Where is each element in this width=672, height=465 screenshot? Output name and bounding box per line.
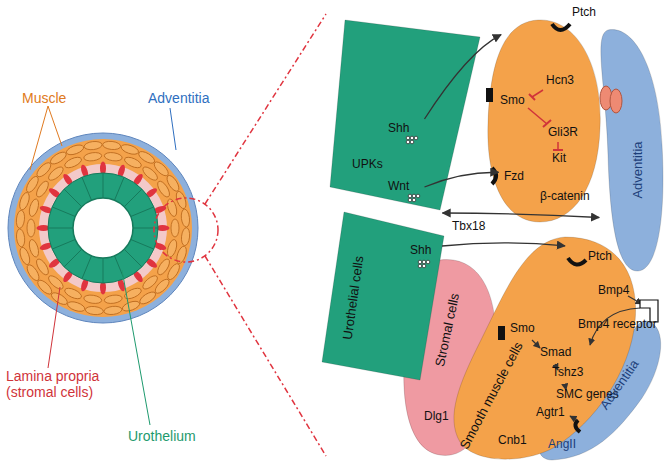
protein-label: Kit bbox=[552, 152, 566, 166]
ligand-label: Bmp4 bbox=[598, 284, 629, 298]
ligand-label: AngII bbox=[548, 438, 576, 452]
gene-label: Tshz3 bbox=[552, 366, 583, 380]
protein-label: Shh bbox=[388, 122, 409, 136]
cell-region: Urothelial cellsShh bbox=[322, 212, 447, 382]
protein-label: Dlg1 bbox=[424, 410, 449, 424]
protein-label: Shh bbox=[410, 244, 431, 258]
cell-region: ShhUPKsWnt bbox=[330, 15, 480, 215]
channel-label: Hcn3 bbox=[546, 74, 574, 88]
edge-label: Tbx18 bbox=[452, 220, 485, 234]
layer-label: Adventitia bbox=[148, 90, 209, 106]
cell-region: PtchBmp4SmoSmadTshz3SMC genesSmooth musc… bbox=[445, 232, 645, 463]
protein-label: Cnb1 bbox=[498, 434, 527, 448]
cell-region: Adventitia bbox=[588, 25, 668, 275]
layer-name: Adventitia bbox=[631, 141, 646, 198]
layer-label: Lamina propria (stromal cells) bbox=[6, 368, 126, 400]
receptor-label: Fzd bbox=[504, 170, 524, 184]
layer-label: Muscle bbox=[22, 90, 66, 106]
receptor-label: Ptch bbox=[572, 6, 596, 20]
protein-label: β-catenin bbox=[540, 190, 590, 204]
receptor-label: Bmp4 receptor bbox=[578, 318, 657, 332]
protein-label: Smad bbox=[540, 346, 571, 360]
protein-label: Gli3R bbox=[548, 126, 578, 140]
layer-label: Urothelium bbox=[128, 428, 196, 444]
protein-label: Smo bbox=[510, 322, 535, 336]
protein-label: Wnt bbox=[388, 180, 409, 194]
receptor-label: Ptch bbox=[588, 250, 612, 264]
region-shape bbox=[588, 25, 668, 275]
protein-label: UPKs bbox=[352, 158, 383, 172]
receptor-label: Agtr1 bbox=[536, 406, 565, 420]
protein-label: Smo bbox=[500, 94, 525, 108]
region-shape bbox=[322, 212, 447, 382]
